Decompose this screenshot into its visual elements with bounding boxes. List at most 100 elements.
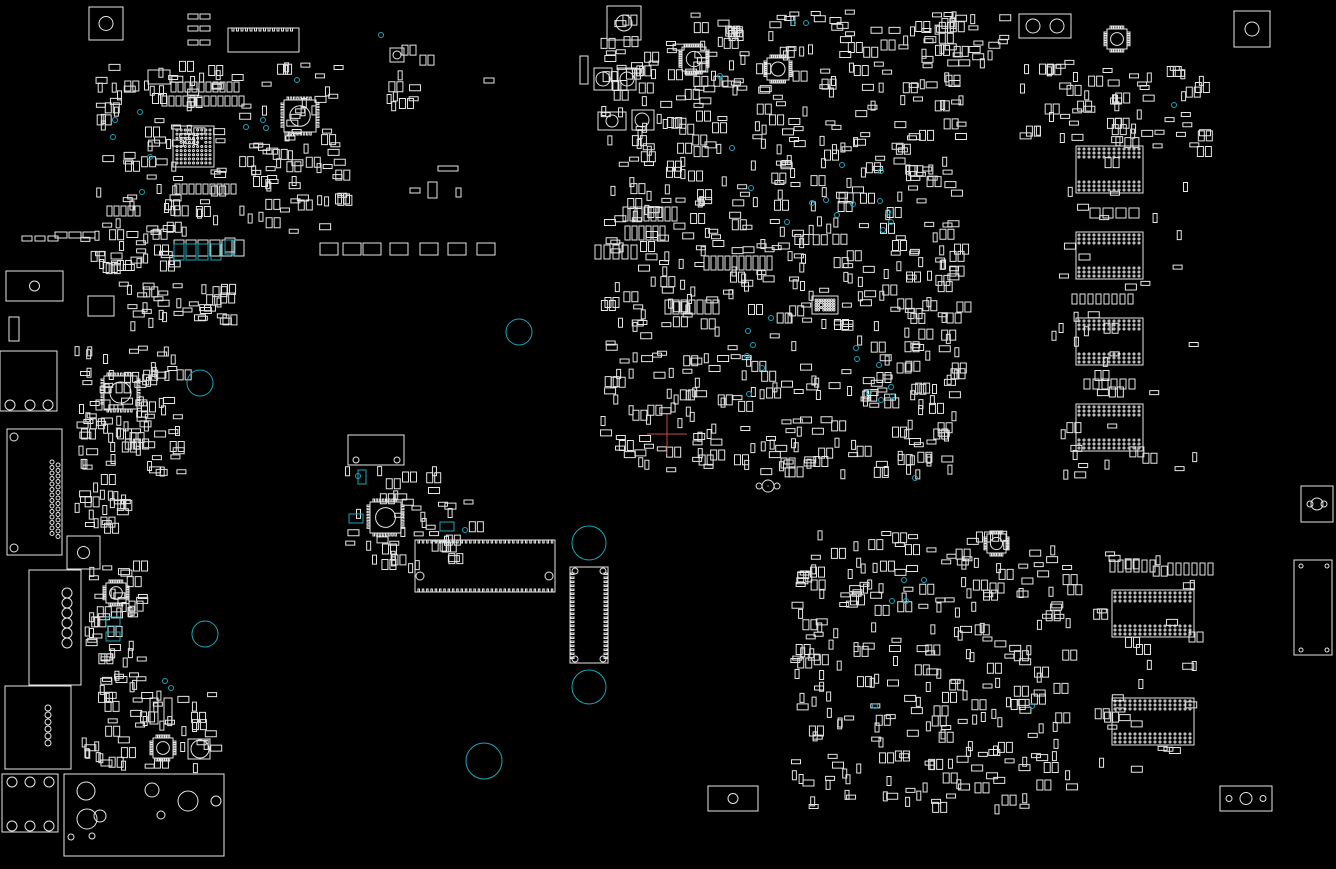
resistor-outline [895,543,904,547]
memory-chip-outline [1076,404,1143,451]
capacitor-outline [627,441,633,451]
capacitor-outline [944,45,950,55]
capacitor-outline [669,277,675,287]
memory-ball [1103,238,1105,240]
memory-ball [1124,741,1126,743]
capacitor-outline [1107,118,1113,128]
qfp-pin [694,44,696,47]
resistor-outline [738,86,747,90]
resistor-outline [812,565,816,574]
resistor-outline [647,146,651,155]
resistor-outline [90,613,94,622]
capacitor-outline [1002,795,1008,805]
capacitor-outline [934,429,940,439]
capacitor-outline [923,665,929,675]
capacitor-outline [601,301,607,311]
qfp-pin [685,44,687,47]
capacitor-outline [643,144,654,150]
memory-ball [1128,267,1130,269]
via-ring-icon [148,155,153,160]
capacitor-outline [759,87,770,93]
capacitor-outline [661,101,672,107]
capacitor-outline [638,265,649,271]
capacitor-outline [819,176,825,186]
bga-ball [193,146,195,148]
resistor-outline [933,385,937,394]
capacitor-outline [905,695,916,701]
connector-pin [50,515,54,519]
resistor-outline [212,84,221,88]
memory-ball [1088,357,1090,359]
capacitor-outline [987,663,993,673]
bga-ball [188,158,190,160]
resistor-outline [786,429,795,433]
crosshair-icon[interactable] [647,414,687,454]
capacitor-outline [739,272,745,282]
capacitor-outline [639,83,645,93]
memory-ball [1149,733,1151,735]
resistor-outline [157,184,161,193]
pad-row-element [639,226,644,240]
capacitor-outline [109,474,115,484]
bga-ball [201,150,203,152]
capacitor-outline [860,300,871,306]
capacitor-outline [124,152,135,158]
memory-ball [1098,357,1100,359]
component-outlines [0,6,1333,856]
memory-ball [1144,708,1146,710]
memory-ball [1128,328,1130,330]
capacitor-outline [874,467,880,477]
bga-ball [180,154,182,156]
capacitor-outline [266,199,272,209]
memory-ball [1124,629,1126,631]
capacitor-outline [137,601,143,611]
memory-ball [1154,592,1156,594]
resistor-outline [250,144,259,148]
resistor-outline [667,49,676,53]
capacitor-outline [691,213,697,223]
capacitor-outline [821,235,827,245]
memory-ball [1164,629,1166,631]
bga-ball [176,137,178,139]
mounting-hole-icon [1026,19,1040,33]
resistor-outline [640,66,644,75]
mounting-hole-icon [1299,564,1303,568]
capacitor-outline [172,140,183,146]
memory-ball [1139,733,1141,735]
memory-ball [1119,629,1121,631]
capacitor-outline [728,27,734,37]
capacitor-outline [435,473,441,483]
capacitor-outline [920,384,926,394]
resistor-outline [216,139,225,143]
memory-ball [1133,275,1135,277]
via-ring-icon [466,743,502,779]
capacitor-outline [885,398,891,408]
resistor-outline [776,161,785,165]
capacitor-outline [775,388,781,398]
resistor-outline [922,49,926,58]
resistor-outline [288,151,292,160]
capacitor-outline [156,159,167,165]
resistor-outline [925,222,934,226]
bga-ball [209,150,211,152]
resistor-outline [325,197,329,206]
resistor-outline [154,703,158,712]
memory-ball [1108,152,1110,154]
qfp-pin [137,403,140,405]
resistor-outline [658,351,667,355]
connector-pin [56,480,60,484]
capacitor-outline [204,206,210,216]
memory-ball [1139,704,1141,706]
resistor-outline [1103,69,1112,73]
capacitor-outline [950,680,956,690]
memory-ball [1088,242,1090,244]
capacitor-outline [940,716,946,726]
memory-ball [1179,700,1181,702]
bga-ball [201,162,203,164]
bga-ball [828,309,830,311]
resistor-outline [984,593,993,597]
capacitor-outline [1113,158,1119,168]
capacitor-outline [1095,709,1101,719]
resistor-outline [790,277,799,281]
